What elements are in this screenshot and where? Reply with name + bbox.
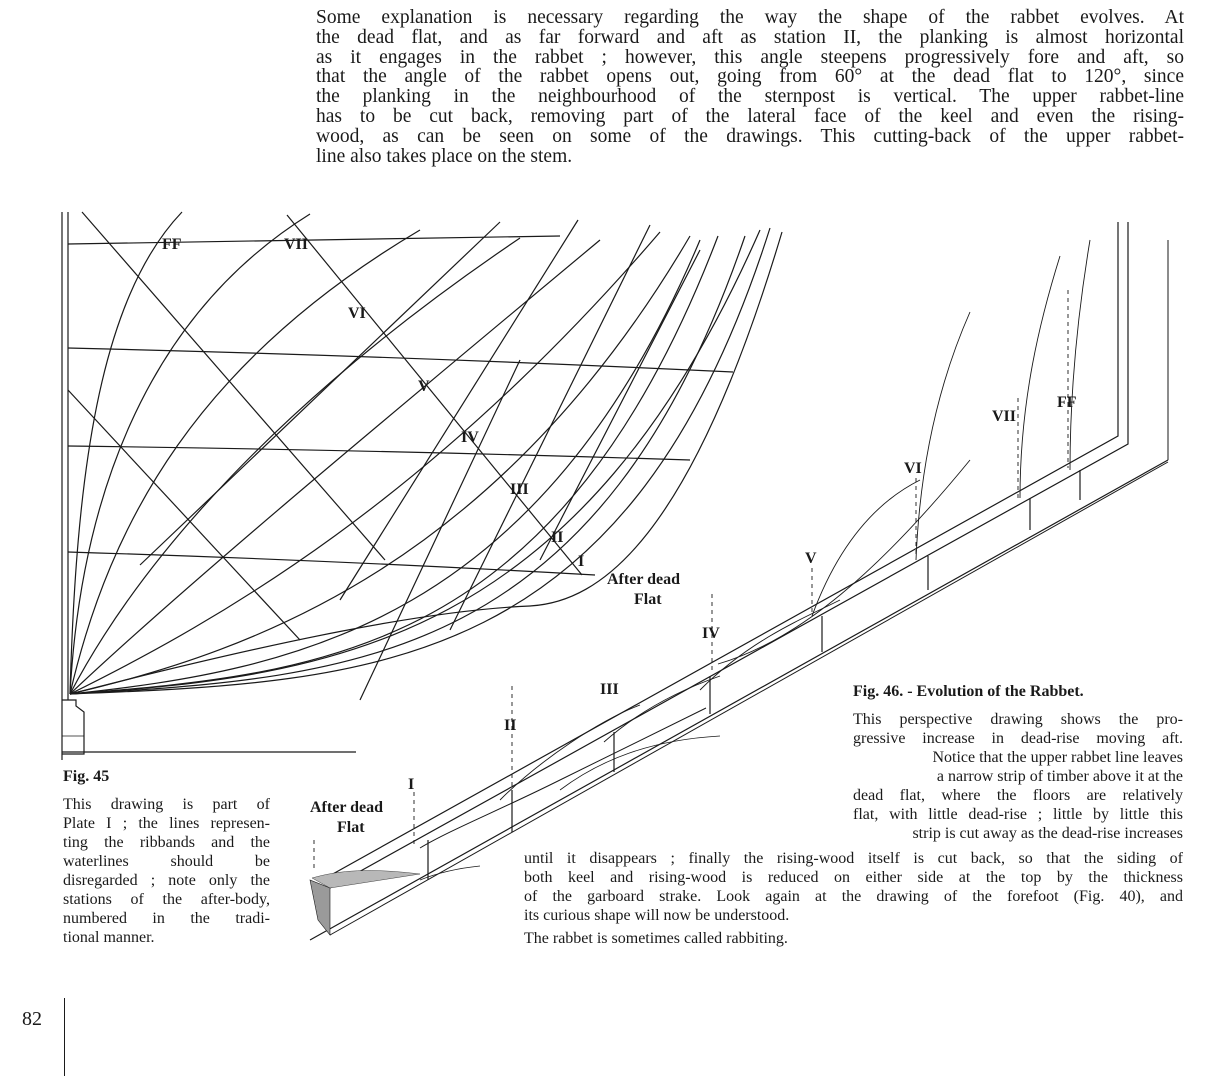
fig46-caption-continued: until it disappears ; finally the rising… [524,849,1183,948]
fig45-station-FF [69,211,183,695]
fig46-caption-title: Fig. 46. - Evolution of the Rabbet. [853,683,1084,700]
page-margin-rule [64,998,65,1076]
fig46-perspective [309,222,1169,941]
fig46-label-FF: FF [1057,394,1077,411]
fig45-waterline [67,551,596,576]
intro-line: that the angle of the rabbet opens out, … [316,66,1184,88]
fig46-caption-line: strip is cut away as the dead-rise incre… [912,825,1183,842]
fig45-label-III: III [510,481,529,498]
fig46-label-IV: IV [702,625,720,642]
fig46-after-dead-flat-line1: After dead [310,799,383,816]
fig45-label-I: I [578,553,584,570]
fig45-diagonal [286,214,583,576]
intro-line: wood, as can be seen on some of the draw… [316,125,1184,147]
fig45-diagonal [359,359,521,701]
fig45-caption-line: waterlines should be [63,853,270,870]
fig45-caption-line: This drawing is part of [63,796,270,813]
intro-line: the planking in the neighbourhood of the… [316,86,1184,108]
fig46-label-VI: VI [904,460,922,477]
fig45-caption-line: tional manner. [63,929,155,946]
fig45-station-V [69,237,521,695]
fig45-after-dead-flat-line1: After dead [607,571,680,588]
fig46-label-VII: VII [992,408,1016,425]
fig46-label-I: I [408,776,414,793]
fig46-caption-line: until it disappears ; finally the rising… [524,850,1183,867]
fig45-diagonal [339,219,579,601]
fig45-waterline [67,347,734,373]
fig45-station-I [69,239,701,695]
fig45-keel [62,699,85,755]
fig45-label-V: V [418,378,430,395]
intro-line: as it engages in the rabbet ; however, t… [316,46,1184,68]
fig45-caption-line: ting the ribbands and the [63,834,270,851]
intro-line: line also takes place on the stem. [316,145,573,167]
fig46-curve-V [717,459,971,665]
fig46-caption-line: a narrow strip of timber above it at the [936,768,1183,785]
intro-line: Some explanation is necessary regarding … [316,7,1184,28]
fig45-caption-title: Fig. 45 [63,768,110,785]
fig46-caption-line: flat, with little dead-rise ; little by … [853,806,1183,823]
fig46-caption-line: both keel and rising-wood is reduced on … [524,869,1183,886]
fig46-rabbet-line [329,222,1129,889]
page-number: 82 [22,1008,42,1030]
fig45-diagonal [539,249,701,561]
fig45-station-curve [69,227,771,695]
intro-paragraph: Some explanation is necessary regarding … [316,8,1184,166]
fig46-after-dead-flat-line2: Flat [337,819,365,836]
fig45-diagonal [67,389,301,641]
fig45-caption-line: Plate I ; the lines represen- [63,815,270,832]
fig45-caption-line: disregarded ; note only the [63,872,270,889]
fig46-hatched-end [309,879,331,936]
fig46-caption-line: This perspective drawing shows the pro- [853,711,1183,728]
fig46-caption-line: gressive increase in dead-rise moving af… [853,730,1183,747]
fig46-caption-line: Notice that the upper rabbet line leaves [932,749,1183,766]
fig46-curve-VII [1019,255,1061,499]
fig45-caption-line: numbered in the tradi- [63,910,270,927]
fig46-closing-line: The rabbet is sometimes called rabbiting… [524,930,788,947]
fig46-caption-line: of the garboard strake. Look again at th… [524,888,1183,905]
fig45-after-dead-flat-line2: Flat [634,591,662,608]
fig45-label-VI: VI [348,305,366,322]
fig45-station-curve [69,235,746,695]
intro-line: has to be cut back, removing part of the… [316,105,1184,127]
fig46-caption-line: dead flat, where the floors are relative… [853,787,1183,804]
fig45-after-dead-flat-curve [69,231,783,695]
fig45-label-IV: IV [461,429,479,446]
fig46-label-V: V [805,550,817,567]
fig45-station-II [69,235,691,695]
fig45-caption: This drawing is part of Plate I ; the li… [63,795,270,947]
fig46-curve-FF [1069,239,1091,471]
fig45-caption-line: stations of the after-body, [63,891,270,908]
fig46-caption: This perspective drawing shows the pro- … [853,710,1183,843]
fig46-label-II: II [504,717,516,734]
intro-line: the dead flat, and as far forward and af… [316,26,1184,48]
fig45-station-curve [69,229,761,695]
fig46-label-III: III [600,681,619,698]
fig45-diagonal [81,211,386,561]
fig45-station-VII [69,213,311,695]
fig45-diagonal [139,221,501,566]
fig45-station-VI [69,229,421,695]
fig45-station-IV [69,239,601,695]
fig45-station-III [69,231,661,695]
fig46-keel-bottom-edge [309,459,1169,941]
fig46-curve-VI [915,311,971,561]
fig45-label-VII: VII [284,236,308,253]
fig45-waterline [67,445,691,461]
fig46-caption-line: its curious shape will now be understood… [524,907,790,924]
fig45-waterline [67,235,561,245]
fig45-label-FF: FF [162,236,182,253]
fig45-label-II: II [551,529,563,546]
fig45-body-plan [61,211,783,760]
